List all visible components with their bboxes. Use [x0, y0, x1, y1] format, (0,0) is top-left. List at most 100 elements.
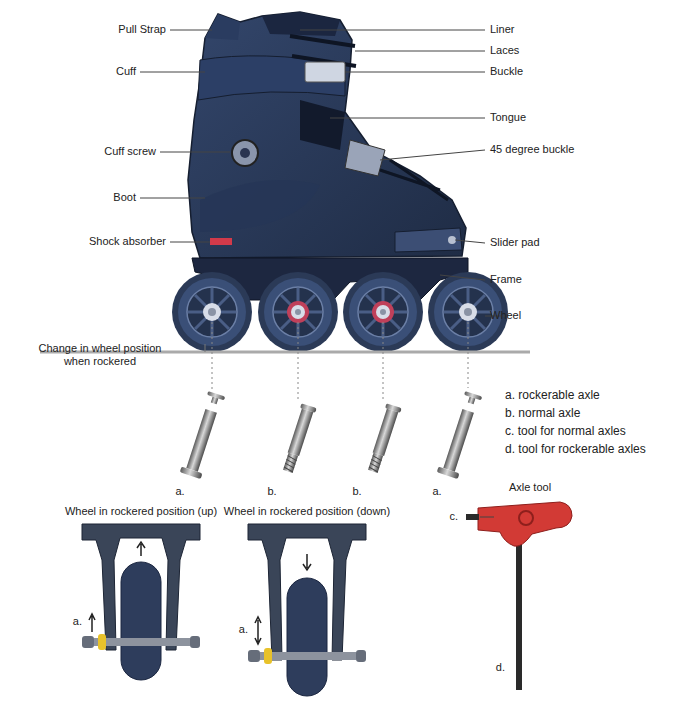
illustration-part: [437, 467, 460, 480]
rockerable-axle: [437, 390, 484, 479]
illustration-part: [180, 467, 203, 480]
part-label: Boot: [113, 191, 136, 204]
illustration-part: [380, 150, 485, 160]
illustration-part: [466, 514, 479, 520]
frame-section-up: [82, 524, 200, 680]
illustration-part: [380, 160, 448, 200]
illustration-part: [140, 198, 205, 199]
illustration-part: [283, 453, 298, 473]
wheel: [258, 272, 338, 352]
illustration-part: [232, 140, 258, 166]
illustration-part: [160, 152, 230, 153]
illustration-part: [98, 634, 106, 650]
part-label: Cuff screw: [104, 145, 156, 158]
illustration-part: [188, 12, 466, 258]
part-label: Cuff: [116, 65, 136, 78]
part-label: Buckle: [490, 65, 523, 78]
illustration-part: [140, 72, 205, 73]
part-label: Wheel in rockered position (up): [65, 505, 217, 518]
part-label: d.: [496, 661, 505, 674]
part-label: b.: [267, 485, 276, 498]
illustration-part: [190, 636, 200, 648]
illustration-part: [186, 409, 217, 472]
wheel: [343, 272, 423, 352]
illustration-part: [468, 397, 476, 405]
leader-line: [205, 344, 206, 352]
part-label: a.: [432, 485, 441, 498]
part-label: Tongue: [490, 111, 526, 124]
normal-axle: [280, 403, 317, 474]
illustration-part: [264, 648, 272, 664]
part-label: b.: [352, 485, 361, 498]
part-label: Shock absorber: [89, 235, 166, 248]
illustration-part: [82, 636, 94, 648]
illustration-part: [240, 148, 250, 158]
part-label: c.: [449, 510, 458, 523]
illustration-part: [205, 14, 240, 40]
part-label: Laces: [490, 44, 519, 57]
illustration-part: [448, 236, 456, 244]
illustration-part: [345, 72, 485, 73]
part-label: a. rockerable axle: [505, 388, 600, 402]
boot: [188, 12, 466, 258]
illustration-part: [211, 397, 219, 405]
part-label: a.: [175, 485, 184, 498]
illustration-part: [443, 409, 474, 472]
normal-axle: [365, 403, 402, 474]
illustration-part: [287, 578, 327, 696]
illustration-part: [137, 542, 145, 556]
illustration-part: [260, 652, 356, 660]
part-label: Change in wheel position when rockered: [25, 342, 175, 368]
illustration-part: [255, 617, 261, 644]
part-label: Frame: [490, 273, 522, 286]
illustration-part: [519, 511, 533, 525]
part-label: Axle tool: [509, 481, 551, 494]
illustration-part: [262, 12, 340, 36]
illustration-part: [355, 51, 485, 52]
illustration-part: [373, 409, 399, 456]
illustration-part: [395, 228, 462, 252]
illustration-part: [288, 409, 314, 456]
illustration-part: [170, 30, 212, 31]
dotted-guide: [212, 322, 468, 402]
illustration-part: [440, 275, 485, 280]
part-label: a.: [239, 623, 248, 636]
illustration-part: [516, 540, 522, 690]
axle-tool: [466, 502, 572, 690]
part-label: d. tool for rockerable axles: [505, 442, 646, 456]
illustration-part: [212, 322, 213, 390]
part-label: Pull Strap: [118, 23, 166, 36]
illustration-part: [303, 554, 311, 570]
wheel: [172, 272, 252, 352]
illustration-part: [356, 650, 366, 662]
part-label: a.: [73, 615, 82, 628]
part-label: Slider pad: [490, 236, 540, 249]
part-label: Liner: [490, 23, 514, 36]
illustration-part: [305, 62, 345, 82]
frame-section-down: [248, 524, 366, 696]
illustration-part: [283, 456, 297, 472]
illustration-part: [345, 140, 385, 176]
part-label: b. normal axle: [505, 406, 580, 420]
illustration-part: [210, 238, 232, 245]
illustration-part: [170, 242, 210, 243]
part-label: Wheel: [490, 309, 521, 322]
part-label: 45 degree buckle: [490, 143, 574, 156]
part-label: Wheel in rockered position (down): [224, 505, 390, 518]
illustration-part: [478, 502, 572, 546]
leader-line: [140, 30, 505, 316]
illustration-part: [330, 118, 485, 119]
illustration-part: [89, 614, 95, 632]
illustration-part: [248, 650, 260, 662]
illustration-part: [300, 100, 345, 150]
illustration-part: [455, 240, 485, 243]
illustration-part: [468, 322, 469, 388]
rockerable-axle: [180, 390, 227, 479]
illustration-part: [198, 56, 345, 100]
illustration-part: [368, 456, 382, 472]
illustration-part: [300, 30, 485, 31]
illustration-part: [200, 180, 320, 232]
part-label: c. tool for normal axles: [505, 424, 626, 438]
illustration-part: [298, 322, 299, 402]
illustration-part: [368, 453, 383, 473]
